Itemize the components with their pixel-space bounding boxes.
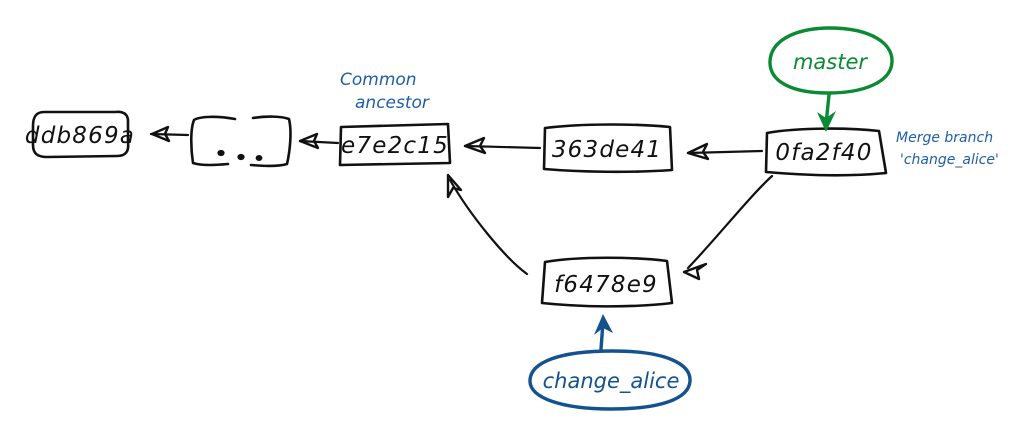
edge-e7e2c15-to-ellipsis [298, 132, 340, 150]
edge-0fa2f40-to-363de41 [686, 142, 764, 161]
edge-0fa2f40-to-f6478e9 [682, 174, 774, 281]
branch-label-change-alice[interactable]: change_alice [528, 314, 692, 411]
commit-label: e7e2c15 [341, 133, 449, 159]
branch-label-text: change_alice [543, 369, 680, 394]
commit-node-f6478e9[interactable]: f6478e9 [540, 256, 674, 308]
edge-ellipsis-to-ddb869a [149, 125, 190, 143]
commit-label: ddb869a [25, 123, 135, 149]
annotation-line-2: ancestor [355, 93, 430, 113]
branch-label-master[interactable]: master [768, 26, 894, 132]
commit-node-ddb869a[interactable]: ddb869a [25, 110, 135, 159]
commit-label: 0fa2f40 [775, 140, 872, 166]
commit-node-0fa2f40[interactable]: 0fa2f40 [764, 127, 888, 177]
commit-label: 363de41 [552, 137, 662, 163]
annotation-line-2: 'change_alice' [900, 152, 999, 168]
annotation-merge-message: Merge branch 'change_alice' [896, 130, 999, 168]
branch-label-text: master [793, 50, 868, 74]
commit-node-e7e2c15[interactable]: e7e2c15 [338, 122, 452, 167]
annotation-line-1: Merge branch [896, 130, 993, 146]
edge-f6478e9-to-e7e2c15 [446, 173, 529, 276]
annotation-line-1: Common [340, 70, 417, 90]
edge-363de41-to-e7e2c15 [463, 136, 542, 155]
annotation-common-ancestor: Common ancestor [340, 70, 430, 113]
commit-label: f6478e9 [554, 272, 658, 298]
commit-node-ellipsis[interactable] [189, 115, 292, 168]
commit-node-363de41[interactable]: 363de41 [542, 123, 674, 174]
